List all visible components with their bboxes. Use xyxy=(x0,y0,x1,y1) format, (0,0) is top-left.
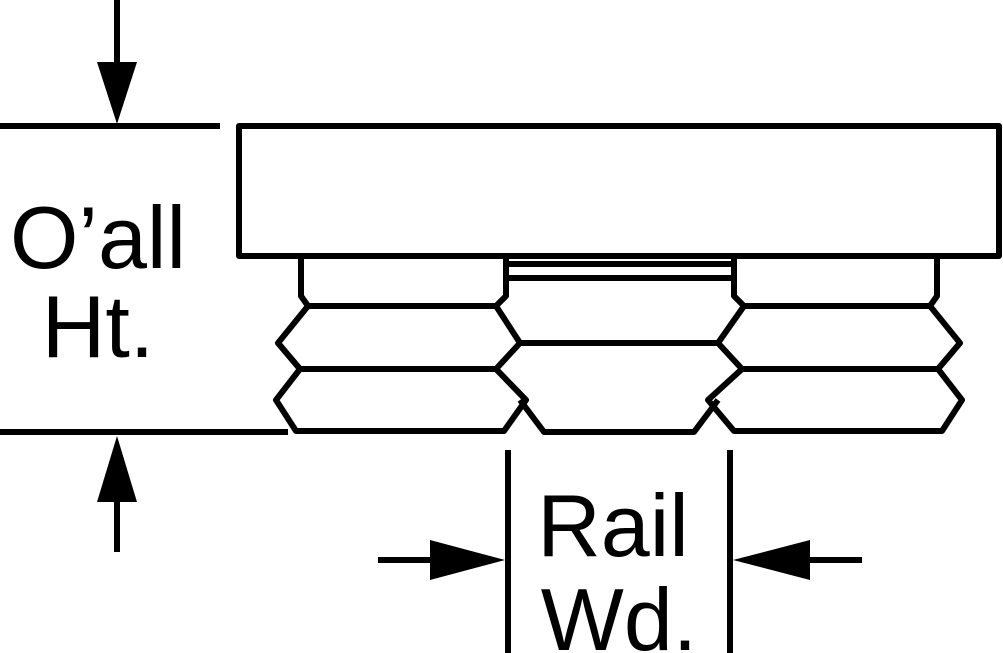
left-arrow-head xyxy=(430,540,505,580)
top-arrow-head xyxy=(97,62,137,124)
rail-width-label-line1: Rail xyxy=(537,476,689,575)
right-block-upper-rib xyxy=(715,303,963,372)
center-rail xyxy=(506,261,734,435)
rail-width-dimension: Rail Wd. xyxy=(378,450,862,653)
left-block-neck xyxy=(298,258,509,309)
overall-height-label-line1: O’all xyxy=(10,188,186,287)
rail-width-label-line2: Wd. xyxy=(541,570,697,653)
left-block-lower-rib xyxy=(273,366,529,434)
right-block-neck xyxy=(731,258,940,309)
right-arrow-head xyxy=(733,540,810,580)
overall-height-label-line2: Ht. xyxy=(42,277,154,376)
right-block-lower-rib xyxy=(705,366,965,434)
right-bearing-block xyxy=(705,258,965,434)
bottom-arrow-head xyxy=(97,436,137,502)
overall-height-dimension: O’all Ht. xyxy=(0,0,288,552)
left-bearing-block xyxy=(273,258,529,434)
top-plate xyxy=(236,123,1002,259)
left-block-upper-rib xyxy=(275,303,523,372)
center-rail-groove xyxy=(517,398,721,435)
